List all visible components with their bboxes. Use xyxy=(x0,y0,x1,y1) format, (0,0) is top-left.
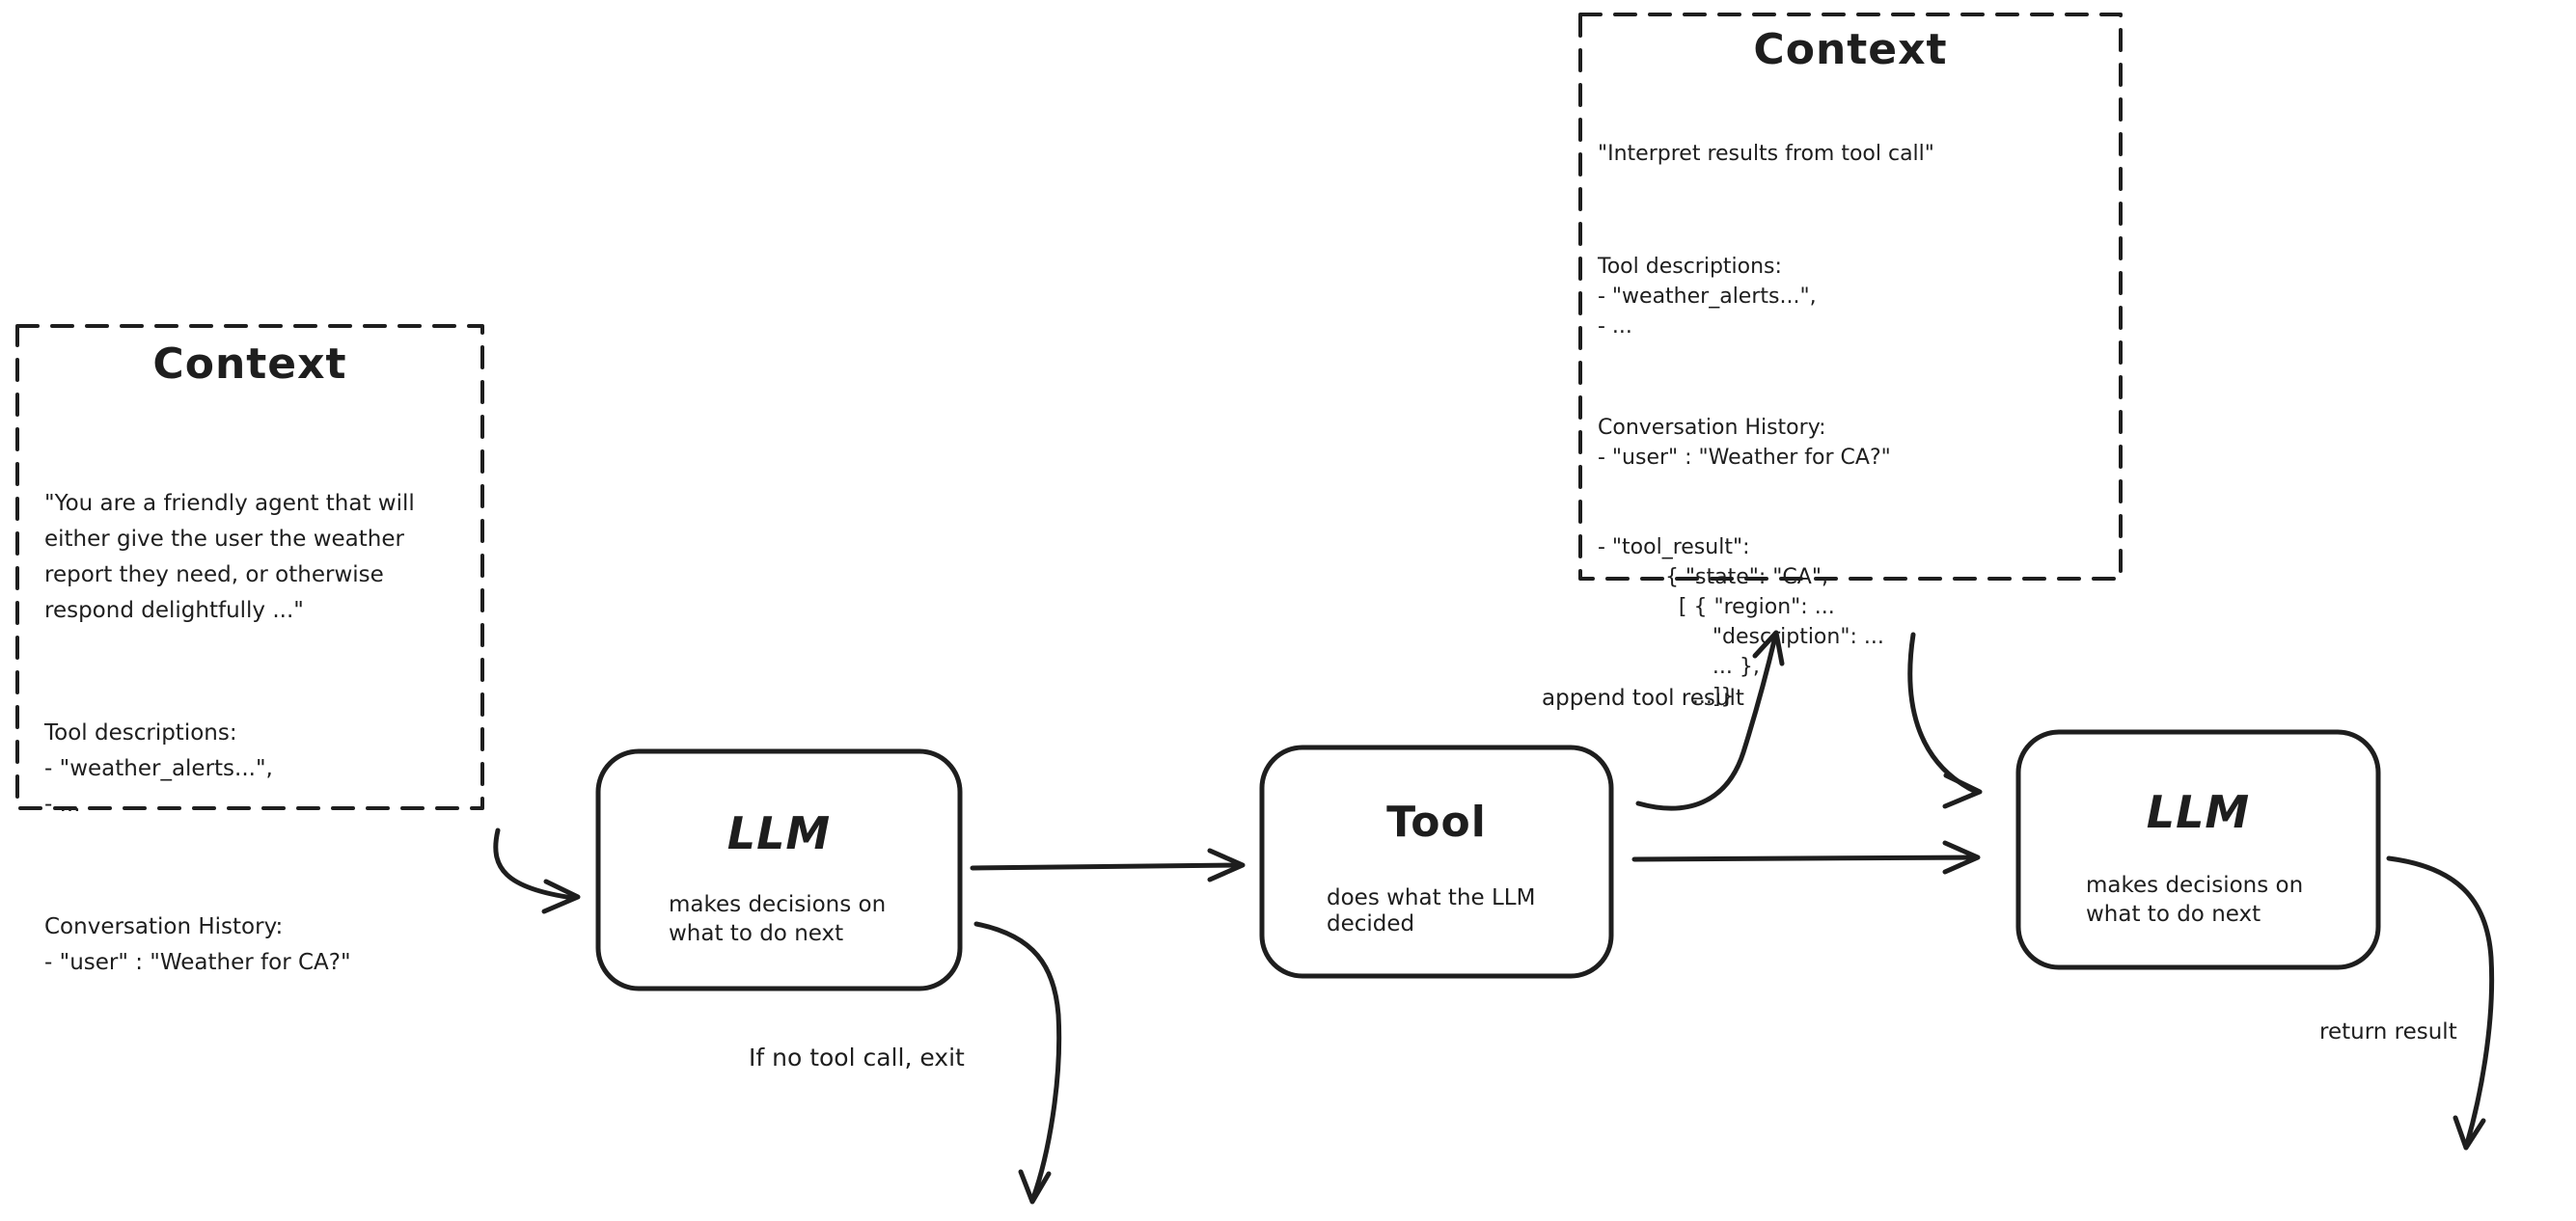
context-top-conversation-history: Conversation History: - "user" : "Weathe… xyxy=(1598,416,1891,470)
context-left-tool-descriptions: Tool descriptions: - "weather_alerts..."… xyxy=(44,720,273,817)
context-top-instruction: "Interpret results from tool call" xyxy=(1598,142,1934,166)
arrowhead-context-left-to-llm1 xyxy=(541,879,581,914)
tool-description: does what the LLM decided xyxy=(1327,885,1536,936)
arrowhead-llm2-return xyxy=(2453,1115,2486,1151)
llm1-description: makes decisions on what to do next xyxy=(669,892,887,946)
context-left-title: Context xyxy=(152,339,347,389)
tool-node-border xyxy=(1259,745,1614,979)
arrowhead-context-top-to-llm2 xyxy=(1942,773,1983,809)
context-box-top-border xyxy=(1578,13,2123,581)
arrow-llm1-to-tool xyxy=(970,862,1242,871)
arrow-llm2-return xyxy=(2386,855,2495,1147)
edge-label-no-tool-call-exit: If no tool call, exit xyxy=(749,1044,965,1072)
arrow-tool-to-context-top xyxy=(1635,634,1778,811)
llm2-description: makes decisions on what to do next xyxy=(2086,873,2304,927)
context-left-body: "You are a friendly agent that will eith… xyxy=(44,415,465,1052)
llm1-node-border xyxy=(595,748,963,991)
context-top-body: "Interpret results from tool call" Tool … xyxy=(1598,79,2115,772)
llm2-node-border xyxy=(2015,729,2381,970)
arrow-context-left-to-llm1 xyxy=(493,828,576,901)
context-top-title: Context xyxy=(1753,25,1948,74)
tool-title: Tool xyxy=(1386,798,1487,847)
context-box-left-border xyxy=(15,324,484,810)
arrow-tool-to-llm2 xyxy=(1631,855,1977,862)
arrowhead-llm1-to-tool xyxy=(1207,848,1246,882)
context-top-tool-result: - "tool_result": { "state": "CA", [ { "r… xyxy=(1598,535,1884,709)
arrowhead-tool-to-context-top xyxy=(1752,630,1785,666)
arrowhead-tool-to-llm2 xyxy=(1942,840,1981,875)
context-left-conversation-history: Conversation History: - "user" : "Weathe… xyxy=(44,914,351,975)
edge-label-return-result: return result xyxy=(2319,1019,2457,1045)
context-top-tool-descriptions: Tool descriptions: - "weather_alerts..."… xyxy=(1598,255,1817,339)
edge-label-append-tool-result: append tool result xyxy=(1542,686,1744,711)
llm1-title: LLM xyxy=(726,807,832,859)
arrowhead-llm1-exit xyxy=(1018,1169,1052,1205)
context-left-system-prompt: "You are a friendly agent that will eith… xyxy=(44,491,415,623)
arrow-llm1-exit xyxy=(973,921,1062,1201)
llm2-title: LLM xyxy=(2146,786,2251,838)
